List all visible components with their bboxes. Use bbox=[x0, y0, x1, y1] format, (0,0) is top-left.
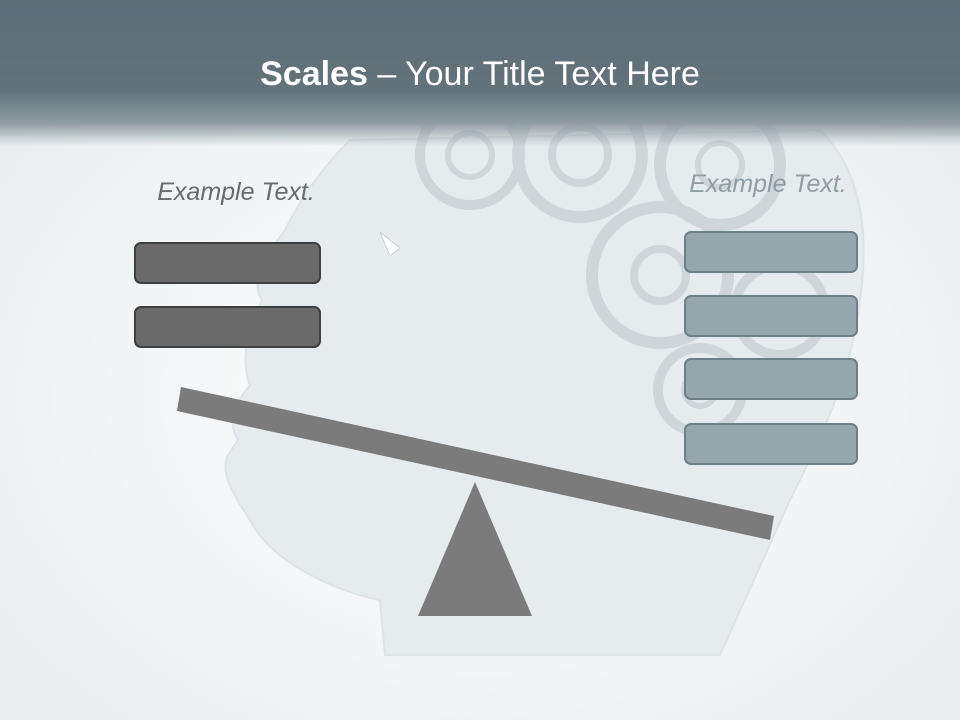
right-text-box-2[interactable] bbox=[684, 295, 858, 337]
scale-fulcrum bbox=[418, 482, 532, 616]
left-text-box-1[interactable] bbox=[134, 242, 321, 284]
title-bold: Scales bbox=[260, 55, 368, 93]
title-rest: – Your Title Text Here bbox=[367, 55, 700, 93]
scale-beam bbox=[177, 387, 774, 540]
title-bar bbox=[0, 0, 960, 146]
left-example-text: Example Text. bbox=[157, 178, 315, 206]
slide-title: Scales – Your Title Text Here bbox=[0, 52, 960, 96]
right-text-box-4[interactable] bbox=[684, 423, 858, 465]
left-text-box-2[interactable] bbox=[134, 306, 321, 348]
right-example-text: Example Text. bbox=[689, 170, 847, 198]
right-text-box-1[interactable] bbox=[684, 231, 858, 273]
right-text-box-3[interactable] bbox=[684, 358, 858, 400]
